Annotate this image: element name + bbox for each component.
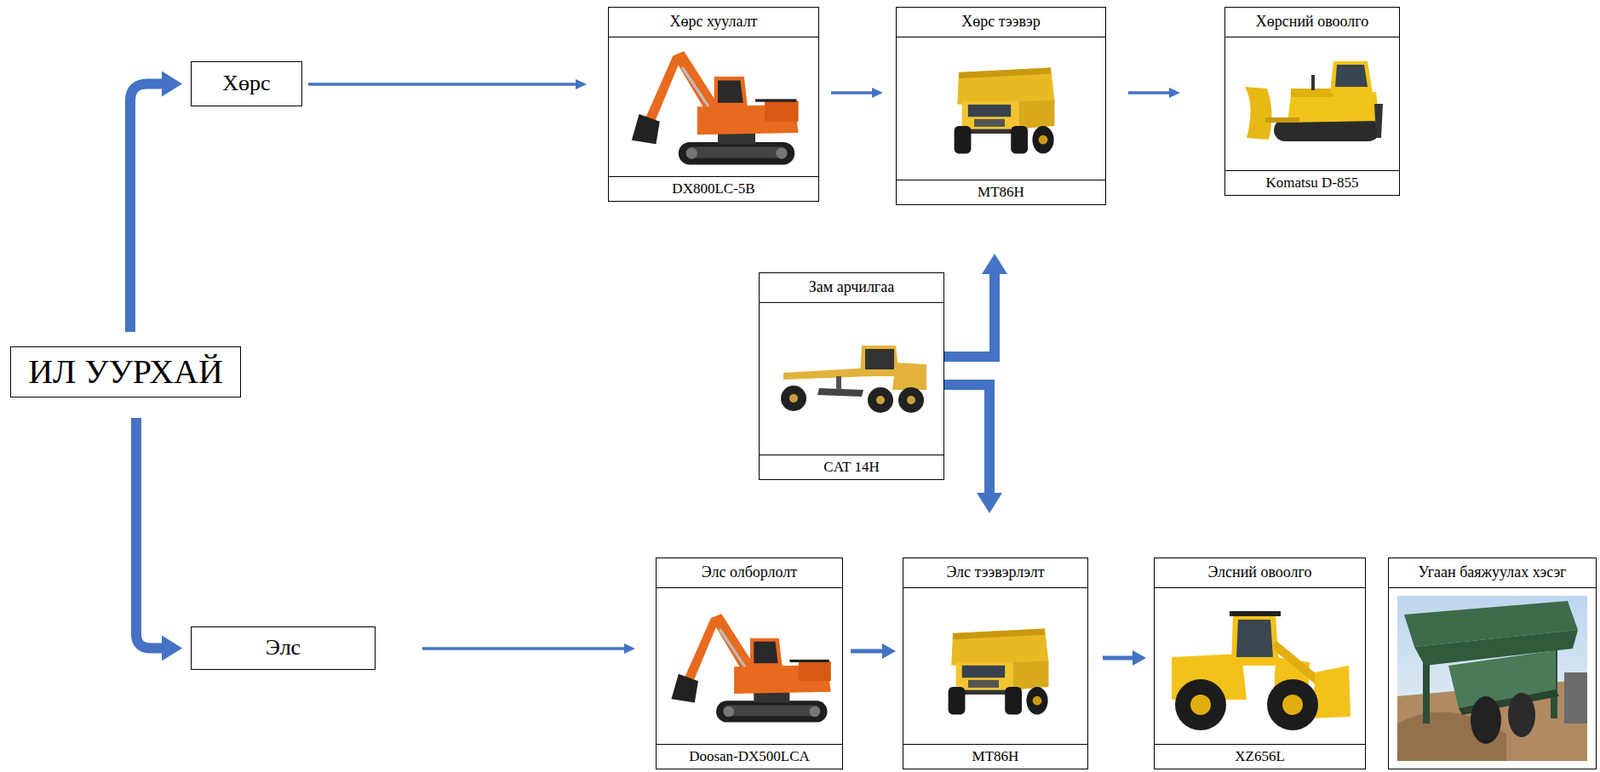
model-name: Komatsu D-855 — [1265, 175, 1359, 192]
arrow-head — [161, 636, 183, 662]
card-footer: XZ656L — [1154, 744, 1365, 769]
flow-arrow — [850, 643, 896, 660]
model-name: DX800LC-5B — [671, 181, 755, 198]
flow-arrow — [308, 79, 587, 90]
wheel-loader — [1171, 611, 1351, 731]
box-label: Хөрс — [222, 71, 270, 97]
root-box: ИЛ УУРХАЙ — [10, 346, 241, 398]
arrow-head — [976, 493, 1003, 514]
equipment-card: Хөрс хуулалтDX800LC-5B — [607, 6, 820, 202]
wash-plant-photo — [1397, 596, 1588, 762]
arrow-shaft — [422, 647, 626, 651]
dump-truck — [948, 629, 1050, 716]
process-title: Зам арчилгаа — [808, 279, 895, 297]
equipment-card: Хөрсний овоолгоKomatsu D-855 — [1224, 6, 1400, 196]
flow-arrow — [831, 87, 884, 98]
card-footer: Doosan-DX500LCA — [656, 744, 843, 769]
arrow-head — [1169, 87, 1181, 98]
process-title: Хөрс хуулалт — [670, 13, 758, 31]
arrow-shaft — [831, 91, 874, 95]
tire — [1508, 693, 1536, 738]
process-title: Хөрсний овоолго — [1255, 13, 1369, 31]
card-header: Зам арчилгаа — [759, 273, 944, 304]
box-label: Элс — [265, 636, 301, 661]
arrow-shaft — [308, 82, 578, 87]
equipment-card: Элс олборлолтDoosan-DX500LCA — [655, 557, 844, 770]
arrow-head — [575, 79, 587, 90]
arrow-shaft — [944, 384, 990, 497]
equipment-card: Элсний овоолгоXZ656L — [1153, 557, 1366, 770]
card-header: Угаан баяжуулах хэсэг — [1388, 558, 1596, 589]
card-footer: DX800LC-5B — [608, 176, 819, 201]
model-name: Doosan-DX500LCA — [688, 749, 810, 766]
model-name: MT86H — [977, 184, 1025, 201]
card-footer: MT86H — [896, 179, 1106, 205]
flow-arrow — [1128, 87, 1181, 98]
arrow-shaft — [1128, 91, 1171, 95]
arrow-shaft — [944, 270, 995, 357]
flow-arrow — [944, 253, 1008, 357]
equipment-card: Элс тээвэрлэлтMT86H — [902, 557, 1089, 770]
bulldozer — [1244, 61, 1383, 142]
flow-arrow — [944, 384, 1003, 514]
card-header: Хөрсний овоолго — [1225, 7, 1400, 38]
excavator — [631, 51, 799, 165]
card-header: Хөрс хуулалт — [608, 7, 819, 38]
sky — [1397, 596, 1588, 762]
process-title: Хөрс тээвэр — [961, 13, 1040, 31]
motor-grader — [780, 345, 927, 413]
card-header: Элсний овоолго — [1154, 558, 1365, 589]
excavator — [670, 613, 831, 723]
model-name: MT86H — [972, 749, 1020, 766]
process-card: Угаан баяжуулах хэсэг — [1387, 557, 1597, 770]
process-title: Элс олборлолт — [701, 564, 798, 582]
equipment-card: Зам арчилгааCAT 14H — [758, 272, 945, 481]
arrow-head — [624, 643, 636, 654]
pump — [1564, 672, 1588, 724]
model-name: XZ656L — [1234, 749, 1285, 766]
card-header: Элс олборлолт — [656, 558, 843, 589]
process-title: Угаан баяжуулах хэсэг — [1417, 564, 1566, 582]
arrow-shaft — [130, 84, 166, 333]
card-footer: CAT 14H — [759, 454, 944, 480]
arrow-shaft — [1102, 656, 1135, 661]
model-name: CAT 14H — [823, 459, 879, 476]
arrow-head — [1132, 650, 1147, 666]
process-title: Элсний овоолго — [1207, 564, 1312, 582]
process-title: Элс тээвэрлэлт — [946, 564, 1044, 582]
flow-arrow — [422, 643, 636, 654]
branch-box: Хөрс — [190, 61, 303, 107]
arrow-head — [882, 643, 896, 660]
flow-arrow — [136, 418, 183, 662]
dump-truck — [954, 68, 1056, 155]
equipment-card: Хөрс тээвэрMT86H — [895, 6, 1107, 206]
box-label: ИЛ УУРХАЙ — [28, 353, 224, 391]
flow-arrow — [1102, 650, 1147, 666]
flow-arrow — [130, 71, 183, 333]
arrow-head — [981, 253, 1008, 275]
card-footer: MT86H — [903, 744, 1088, 769]
arrow-head — [161, 71, 183, 98]
card-header: Элс тээвэрлэлт — [903, 558, 1088, 589]
branch-box: Элс — [190, 626, 376, 671]
arrow-shaft — [136, 418, 166, 649]
card-header: Хөрс тээвэр — [896, 7, 1106, 38]
arrow-head — [871, 87, 884, 98]
tire — [1470, 696, 1502, 745]
arrow-shaft — [850, 649, 884, 654]
card-footer: Komatsu D-855 — [1225, 170, 1400, 195]
